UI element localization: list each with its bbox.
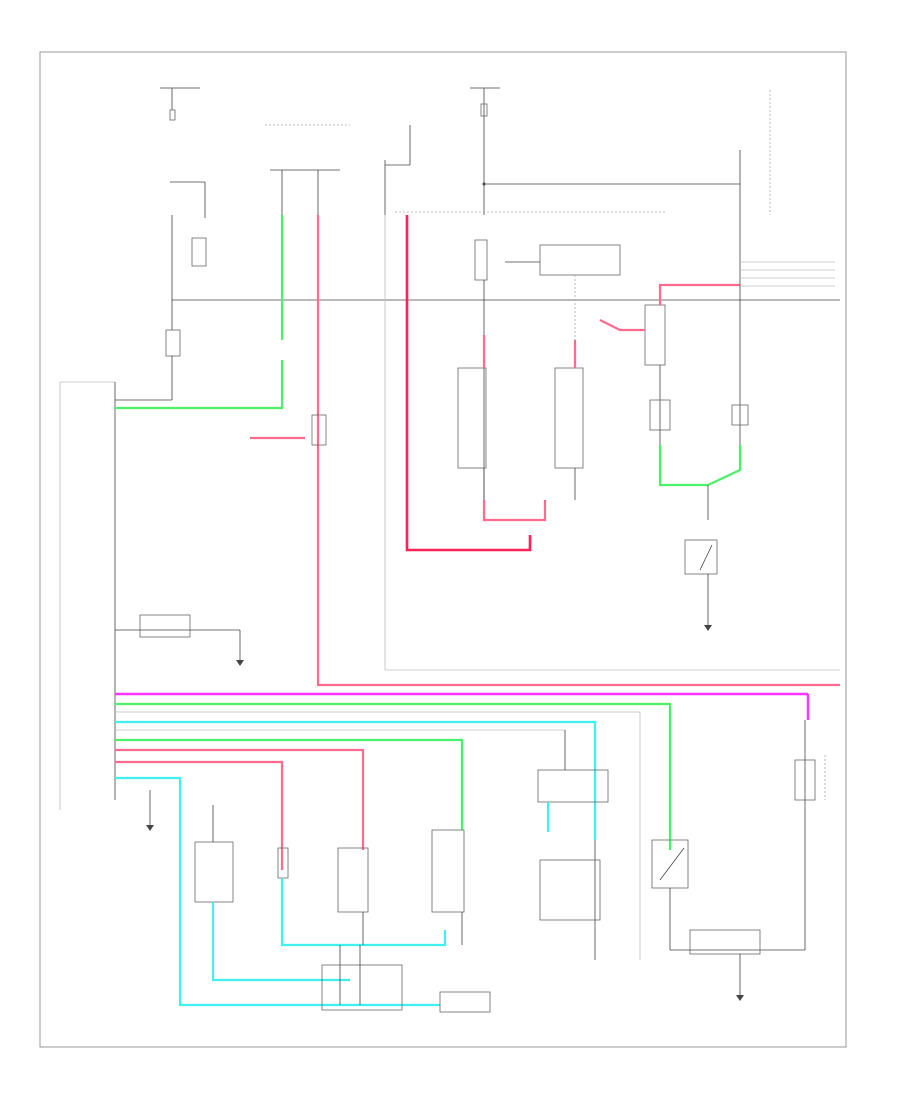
relay-right-block bbox=[599, 215, 835, 520]
module-lower-1 bbox=[194, 805, 350, 982]
wire-pink-bus-2 bbox=[115, 760, 284, 870]
fuse-relay-block bbox=[474, 239, 621, 520]
switch-right bbox=[684, 539, 718, 631]
wire-green-bus-2 bbox=[115, 738, 464, 830]
wire-pink-bus bbox=[115, 748, 365, 850]
control-module-left-bus bbox=[59, 381, 244, 810]
ground-left bbox=[146, 825, 154, 831]
wire-green-bus-1 bbox=[115, 702, 672, 850]
power-source-right bbox=[470, 87, 740, 215]
wire-red-main bbox=[405, 215, 532, 552]
module-center bbox=[457, 335, 584, 522]
connector-bottom bbox=[321, 945, 491, 1013]
wire-green-2 bbox=[115, 360, 284, 410]
module-lower-2 bbox=[277, 847, 447, 947]
relay-center bbox=[311, 414, 327, 446]
wire-pink-main bbox=[316, 215, 840, 687]
wire-cyan-bus-1 bbox=[115, 720, 597, 840]
power-source-left bbox=[160, 87, 200, 121]
diagram-frame bbox=[39, 51, 847, 1048]
ignition-switch bbox=[265, 124, 411, 215]
wire-cyan-bus-2 bbox=[115, 776, 440, 1007]
relay-upper-left bbox=[170, 181, 840, 330]
relay-lower-left bbox=[115, 329, 181, 401]
power-source-far-right bbox=[739, 90, 771, 215]
dashed-zone bbox=[384, 211, 840, 671]
module-lower-right bbox=[651, 720, 826, 1001]
module-lower-3 bbox=[431, 829, 465, 945]
module-center-lower bbox=[537, 730, 609, 960]
